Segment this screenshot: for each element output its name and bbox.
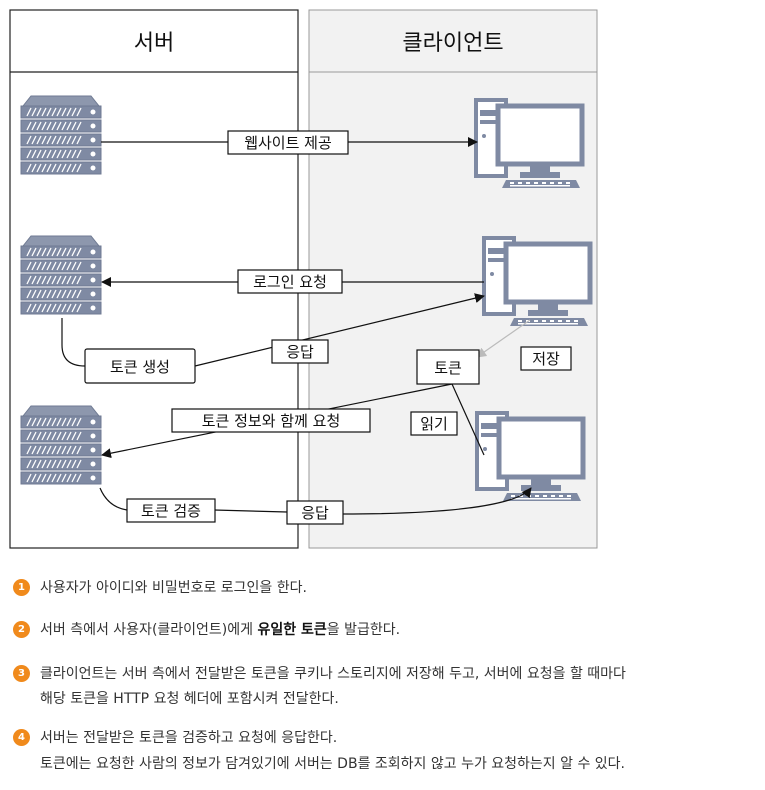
auth-flow-diagram: 서버 클라이언트 웹사이트 제공 로그인 요청 토큰 생성 응답 토큰 저장 토… (9, 9, 598, 549)
server-icon-1 (20, 95, 102, 175)
response2-arrow (342, 487, 532, 515)
label-response-2: 응답 (301, 504, 329, 522)
step-2: 2 서버 측에서 사용자(클라이언트)에게 유일한 토큰을 발급한다. (13, 620, 401, 640)
step-badge: 2 (13, 621, 30, 638)
step-text: 클라이언트는 서버 측에서 전달받은 토큰을 쿠키나 스토리지에 저장해 두고,… (40, 666, 626, 682)
step-3-continued: 해당 토큰을 HTTP 요청 헤더에 포함시켜 전달한다. (40, 689, 339, 709)
server-header: 서버 (134, 31, 174, 56)
label-read: 읽기 (420, 415, 448, 433)
label-request-with-token: 토큰 정보와 함께 요청 (202, 412, 341, 430)
verify-link (99, 487, 128, 511)
step-text: 서버 측에서 사용자(클라이언트)에게 (40, 622, 258, 638)
step-badge: 1 (13, 579, 30, 596)
label-response-1: 응답 (286, 343, 314, 361)
client-header: 클라이언트 (402, 31, 503, 56)
response1-arrow (194, 293, 485, 367)
label-website: 웹사이트 제공 (244, 134, 332, 152)
server-icon-2 (20, 235, 102, 315)
step-badge: 4 (13, 729, 30, 746)
step-text-bold: 유일한 토큰 (257, 622, 327, 638)
label-login: 로그인 요청 (253, 273, 327, 291)
label-save: 저장 (532, 350, 560, 368)
step-text: 해당 토큰을 HTTP 요청 헤더에 포함시켜 전달한다. (40, 691, 339, 707)
step-text-tail: 을 발급한다. (326, 622, 401, 638)
token-gen-link (61, 318, 86, 367)
server-icon-3 (20, 405, 102, 485)
step-badge: 3 (13, 665, 30, 682)
step-3: 3 클라이언트는 서버 측에서 전달받은 토큰을 쿠키나 스토리지에 저장해 두… (13, 664, 626, 684)
step-text: 토큰에는 요청한 사람의 정보가 담겨있기에 서버는 DB를 조회하지 않고 누… (40, 756, 626, 772)
save-arrow (476, 319, 531, 358)
step-4-continued: 토큰에는 요청한 사람의 정보가 담겨있기에 서버는 DB를 조회하지 않고 누… (40, 754, 625, 774)
label-token: 토큰 (434, 359, 462, 377)
step-1: 1 사용자가 아이디와 비밀번호로 로그인을 한다. (13, 578, 307, 598)
step-text: 서버는 전달받은 토큰을 검증하고 요청에 응답한다. (40, 730, 338, 746)
step-text: 사용자가 아이디와 비밀번호로 로그인을 한다. (40, 580, 307, 596)
step-4: 4 서버는 전달받은 토큰을 검증하고 요청에 응답한다. (13, 728, 338, 748)
label-token-verify: 토큰 검증 (141, 502, 201, 520)
label-token-gen: 토큰 생성 (110, 358, 170, 376)
read-link (451, 383, 485, 456)
